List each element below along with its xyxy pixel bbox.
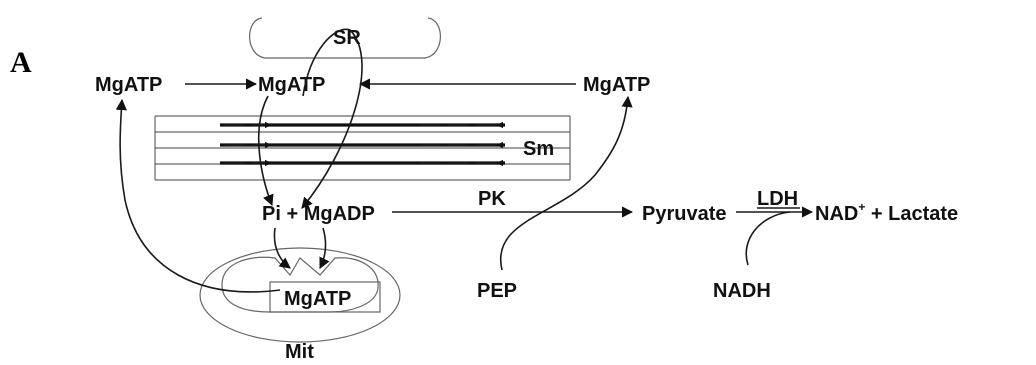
ldh-label: LDH xyxy=(757,188,798,210)
arrow-pep-to-mgatp xyxy=(501,97,628,270)
pyruvate-label: Pyruvate xyxy=(642,203,727,225)
sarcomere-label: Sm xyxy=(523,138,554,160)
mit-label: Mit xyxy=(285,341,314,363)
arrow-mit-to-mgatp-left xyxy=(120,100,280,292)
mgatp-right-label: MgATP xyxy=(583,74,650,96)
panel-label: A xyxy=(10,46,32,79)
nadh-label: NADH xyxy=(713,280,771,302)
arrow-atp-hydrolysis-myofilament xyxy=(259,96,272,205)
product-label: NAD+ + Lactate xyxy=(815,200,958,225)
mgatp-center-label: MgATP xyxy=(258,74,325,96)
pk-label: PK xyxy=(478,188,506,210)
arrow-nadh-to-ldh xyxy=(746,212,790,265)
nad-label: NAD xyxy=(815,203,858,225)
pep-label: PEP xyxy=(477,280,517,302)
nad-charge: + xyxy=(858,200,865,214)
arrow-atp-hydrolysis-sr xyxy=(302,29,362,208)
sr-label: SR xyxy=(333,27,361,49)
lactate-label: + Lactate xyxy=(865,203,958,225)
sarcomere xyxy=(155,116,570,180)
mgatp-left-label: MgATP xyxy=(95,74,162,96)
arrow-adp-to-mit-2 xyxy=(320,228,326,268)
mgatp-mit-label: MgATP xyxy=(284,288,351,310)
pi-mgadp-label: Pi + MgADP xyxy=(262,203,375,225)
